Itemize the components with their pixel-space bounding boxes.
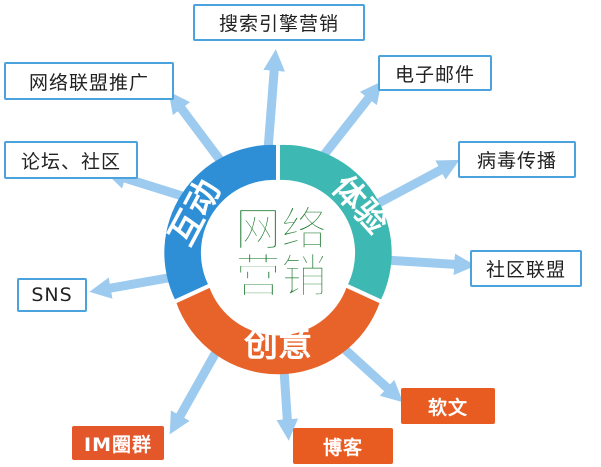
node-email: 电子邮件 (378, 55, 492, 91)
node-search-engine-marketing: 搜索引擎营销 (193, 4, 365, 41)
node-network-alliance-promotion: 网络联盟推广 (4, 62, 174, 100)
arrow-top-left (168, 91, 224, 163)
ring-segment-left (164, 144, 278, 302)
node-forum-community: 论坛、社区 (4, 141, 138, 179)
arrow-alliance (384, 253, 476, 276)
arrow-im (169, 342, 224, 435)
node-soft-article: 软文 (401, 388, 495, 424)
node-sns: SNS (17, 278, 87, 312)
node-im-groups: IM圈群 (72, 426, 164, 460)
arrow-virus (372, 159, 460, 209)
segment-label-bottom: 创意 (243, 325, 312, 365)
ring-segment-right (278, 144, 392, 302)
center-title-line2: 营销 (235, 249, 327, 303)
node-blog: 博客 (293, 428, 393, 464)
node-viral-spread: 病毒传播 (458, 141, 576, 178)
ring-segment-bottom (175, 286, 381, 375)
ring (164, 142, 392, 375)
center-title-line1: 网络 (235, 202, 327, 256)
arrow-top (263, 49, 285, 151)
arrow-soft-article (336, 341, 403, 403)
arrow-email (316, 81, 382, 163)
node-community-alliance: 社区联盟 (470, 250, 582, 287)
